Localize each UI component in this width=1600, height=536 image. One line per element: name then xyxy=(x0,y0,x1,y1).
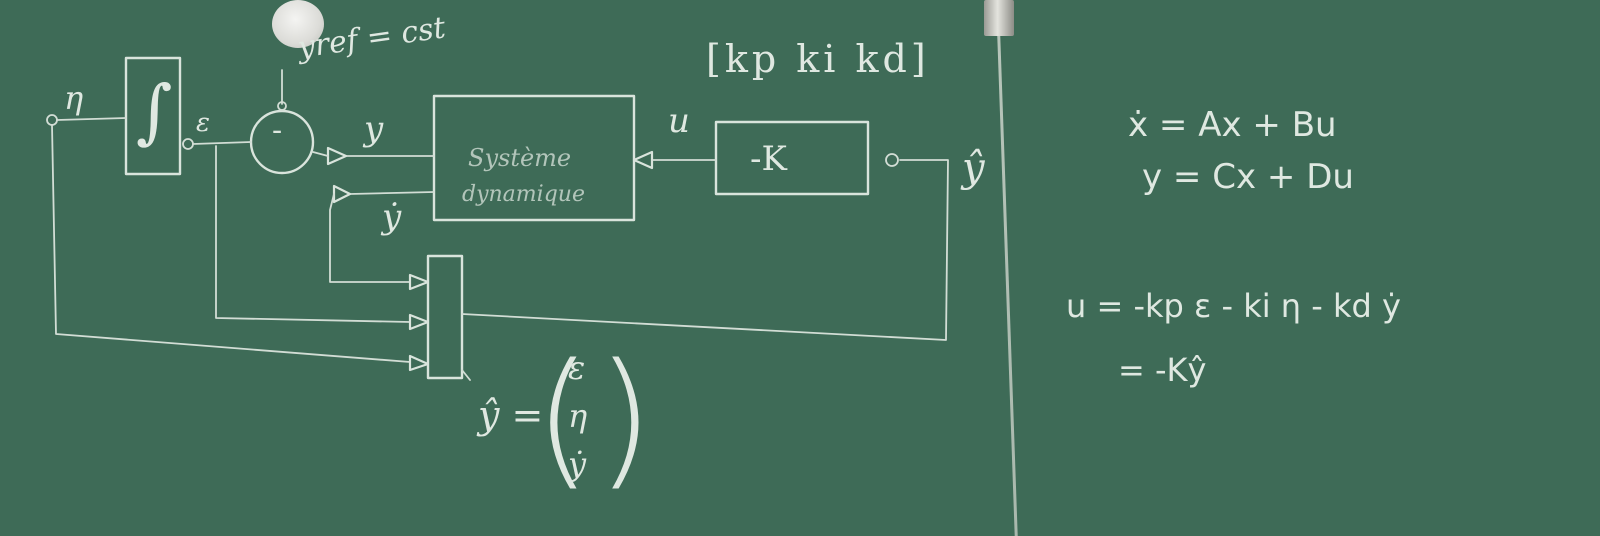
integrator-terminal xyxy=(182,138,194,150)
control-law-compact: = -Kŷ xyxy=(1118,351,1207,389)
output-equation: y = Cx + Du xyxy=(1142,157,1354,197)
feedback-line xyxy=(461,159,949,341)
derivative-arrowhead xyxy=(332,184,352,204)
output-line-end xyxy=(312,151,329,157)
system-label-line1: Système xyxy=(468,144,572,172)
controller-block-label: -K xyxy=(750,139,787,179)
integrator-symbol: ∫ xyxy=(136,70,173,152)
eta-mux-arrowhead xyxy=(408,354,430,372)
controller-block xyxy=(714,120,870,196)
output-label: y xyxy=(364,109,384,149)
state-equation: ẋ = Ax + Bu xyxy=(1128,105,1337,145)
reference-terminal xyxy=(277,101,287,111)
vector-left-paren: ( xyxy=(534,332,592,504)
system-label-line2: dynamique xyxy=(462,182,585,207)
vector-entry-ydot: ẏ xyxy=(568,445,587,483)
vector-entry-epsilon: ε xyxy=(568,349,586,387)
vector-right-paren: ) xyxy=(596,332,654,504)
derivative-to-mux-line xyxy=(329,193,411,283)
mux-tail xyxy=(461,369,471,381)
control-label: u xyxy=(668,101,690,141)
derivative-line xyxy=(349,191,435,195)
board-hinge xyxy=(984,0,1014,36)
error-label: ε xyxy=(196,108,210,138)
mux-block xyxy=(426,254,464,380)
eta-to-mux-line xyxy=(51,124,411,363)
output-arrowhead xyxy=(326,146,348,166)
magnet xyxy=(272,0,324,48)
sum-sign: - xyxy=(272,113,283,148)
integrator-block xyxy=(124,56,182,176)
controller-input-terminal xyxy=(885,153,899,167)
output-derivative-label: ẏ xyxy=(382,197,402,237)
error-mux-arrowhead xyxy=(408,313,430,331)
error-to-mux-line xyxy=(215,145,411,323)
vector-lhs: ŷ = xyxy=(478,393,544,437)
control-arrowhead xyxy=(632,150,654,170)
error-line xyxy=(192,141,252,145)
derivative-mux-arrowhead xyxy=(408,273,430,291)
system-block xyxy=(432,94,636,222)
vector-entry-eta: η xyxy=(568,397,588,435)
input-label: η xyxy=(64,79,84,117)
input-line xyxy=(56,117,127,121)
augmented-output-label: ŷ xyxy=(962,145,985,191)
control-law: u = -kp ε - ki η - kd ẏ xyxy=(1066,287,1401,325)
gains-label: [kp ki kd] xyxy=(706,37,930,81)
input-terminal xyxy=(46,114,58,126)
